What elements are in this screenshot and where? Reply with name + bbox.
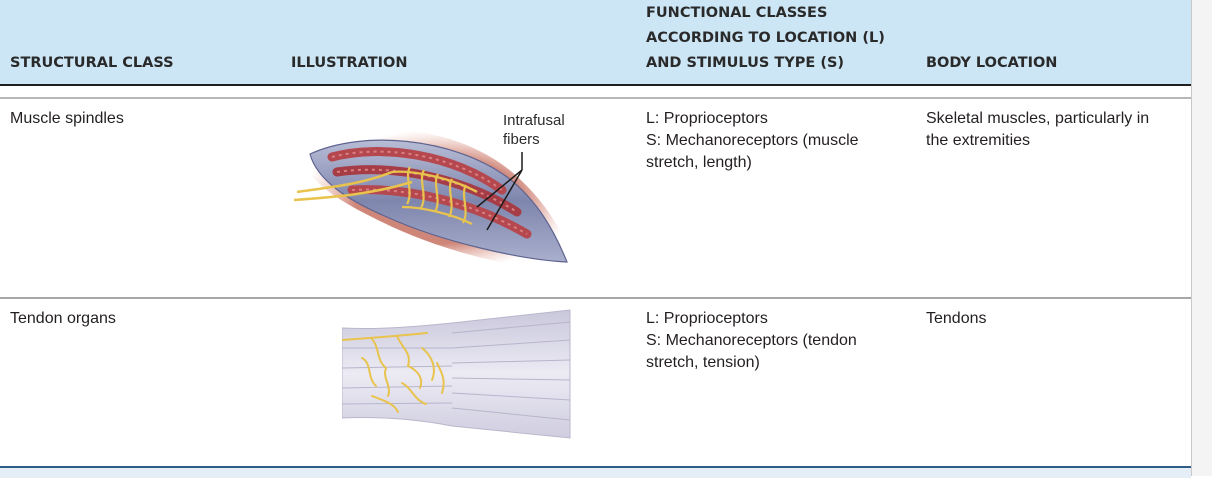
- intrafusal-fibers-label: Intrafusal fibers: [503, 112, 565, 148]
- header-structural-class: STRUCTURAL CLASS: [10, 55, 174, 71]
- page-gutter: [1191, 0, 1212, 476]
- tendon-organ-illustration: [342, 309, 571, 439]
- row-structural-class: Muscle spindles: [10, 110, 124, 127]
- table-footer-bar: [0, 466, 1191, 478]
- row-body-location: Tendons: [926, 310, 987, 327]
- row-structural-class: Tendon organs: [10, 310, 116, 327]
- table-header: STRUCTURAL CLASS ILLUSTRATION FUNCTIONAL…: [0, 0, 1191, 84]
- header-illustration: ILLUSTRATION: [291, 55, 408, 71]
- row-divider: [0, 297, 1191, 299]
- header-functional-classes: FUNCTIONAL CLASSES ACCORDING TO LOCATION…: [646, 5, 885, 71]
- header-rule: [0, 84, 1191, 86]
- muscle-spindle-illustration: [293, 129, 577, 272]
- row-functional-classes: L: Proprioceptors S: Mechanoreceptors (t…: [646, 310, 857, 371]
- header-subrule: [0, 97, 1191, 99]
- row-body-location: Skeletal muscles, particularly in the ex…: [926, 110, 1150, 149]
- header-body-location: BODY LOCATION: [926, 55, 1058, 71]
- row-functional-classes: L: Proprioceptors S: Mechanoreceptors (m…: [646, 110, 859, 171]
